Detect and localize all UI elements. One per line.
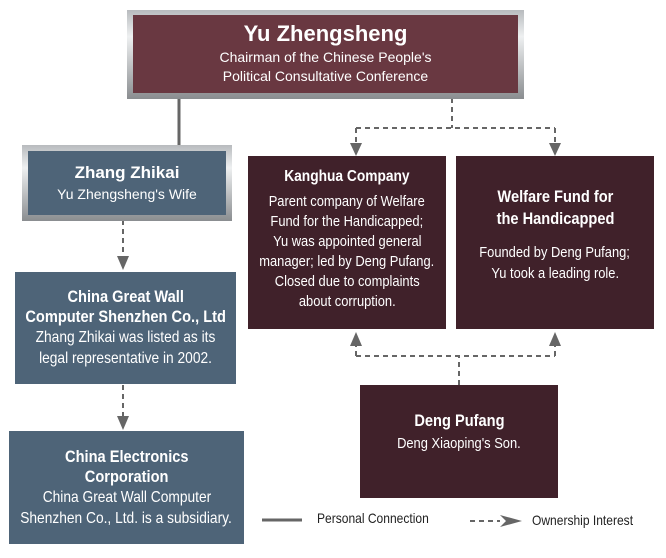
great-wall-desc-line-1: Zhang Zhikai was listed as its bbox=[35, 329, 216, 346]
kanghua-node: Kanghua Company Parent company of Welfar… bbox=[248, 156, 446, 329]
welfare-desc-line-1: Founded by Deng Pufang; bbox=[479, 244, 631, 261]
cec-node: China Electronics Corporation China Grea… bbox=[9, 431, 244, 544]
legend-personal-label: Personal Connection bbox=[317, 510, 429, 526]
welfare-desc-line-2: Yu took a leading role. bbox=[491, 265, 619, 282]
kanghua-desc-line-2: Fund for the Handicapped; bbox=[270, 213, 424, 230]
kanghua-desc-line-1: Parent company of Welfare bbox=[268, 193, 426, 210]
arrow-to-kanghua-icon bbox=[350, 143, 362, 156]
arrow-deng-to-welfare-icon bbox=[549, 332, 561, 346]
great-wall-node: China Great Wall Computer Shenzhen Co., … bbox=[15, 272, 236, 384]
arrow-to-cec-icon bbox=[117, 416, 129, 430]
wife-desc: Yu Zhengsheng's Wife bbox=[57, 186, 197, 202]
ownership-root-to-orgs bbox=[355, 98, 556, 146]
welfare-name-line-2: the Handicapped bbox=[496, 209, 614, 228]
great-wall-desc-line-2: legal representative in 2002. bbox=[39, 350, 212, 367]
great-wall-name-line-1: China Great Wall bbox=[67, 287, 184, 306]
kanghua-desc-line-6: about corruption. bbox=[298, 293, 396, 310]
legend-arrow-icon bbox=[500, 515, 522, 527]
great-wall-name-line-2: Computer Shenzhen Co., Ltd bbox=[25, 307, 226, 326]
root-node: Yu Zhengsheng Chairman of the Chinese Pe… bbox=[133, 15, 518, 93]
legend-ownership-label: Ownership Interest bbox=[532, 512, 634, 528]
cec-desc-line-1: China Great Wall Computer bbox=[42, 488, 211, 506]
arrow-to-greatwall-icon bbox=[117, 256, 129, 270]
welfare-fund-node: Welfare Fund for the Handicapped Founded… bbox=[456, 156, 654, 329]
root-desc-line-2: Political Consultative Conference bbox=[222, 68, 429, 84]
deng-desc: Deng Xiaoping's Son. bbox=[397, 435, 521, 452]
welfare-name-line-1: Welfare Fund for bbox=[497, 187, 613, 206]
arrow-deng-to-kanghua-icon bbox=[350, 332, 362, 346]
kanghua-desc-line-4: manager; led by Deng Pufang. bbox=[259, 253, 435, 270]
deng-pufang-node: Deng Pufang Deng Xiaoping's Son. bbox=[360, 385, 558, 498]
ownership-deng-to-orgs bbox=[355, 342, 556, 385]
root-name: Yu Zhengsheng bbox=[243, 21, 408, 46]
deng-name: Deng Pufang bbox=[413, 411, 505, 430]
cec-name-line-1: China Electronics bbox=[64, 446, 189, 466]
root-desc-line-1: Chairman of the Chinese People's bbox=[219, 49, 432, 65]
kanghua-desc-line-3: Yu was appointed general bbox=[272, 233, 422, 250]
wife-name: Zhang Zhikai bbox=[74, 163, 180, 182]
cec-name-line-2: Corporation bbox=[84, 466, 169, 486]
kanghua-name: Kanghua Company bbox=[284, 168, 410, 185]
kanghua-desc-line-5: Closed due to complaints bbox=[274, 273, 420, 290]
arrow-to-welfare-icon bbox=[549, 143, 561, 156]
wife-node: Zhang Zhikai Yu Zhengsheng's Wife bbox=[28, 151, 226, 215]
cec-desc-line-2: Shenzhen Co., Ltd. is a subsidiary. bbox=[20, 509, 233, 527]
